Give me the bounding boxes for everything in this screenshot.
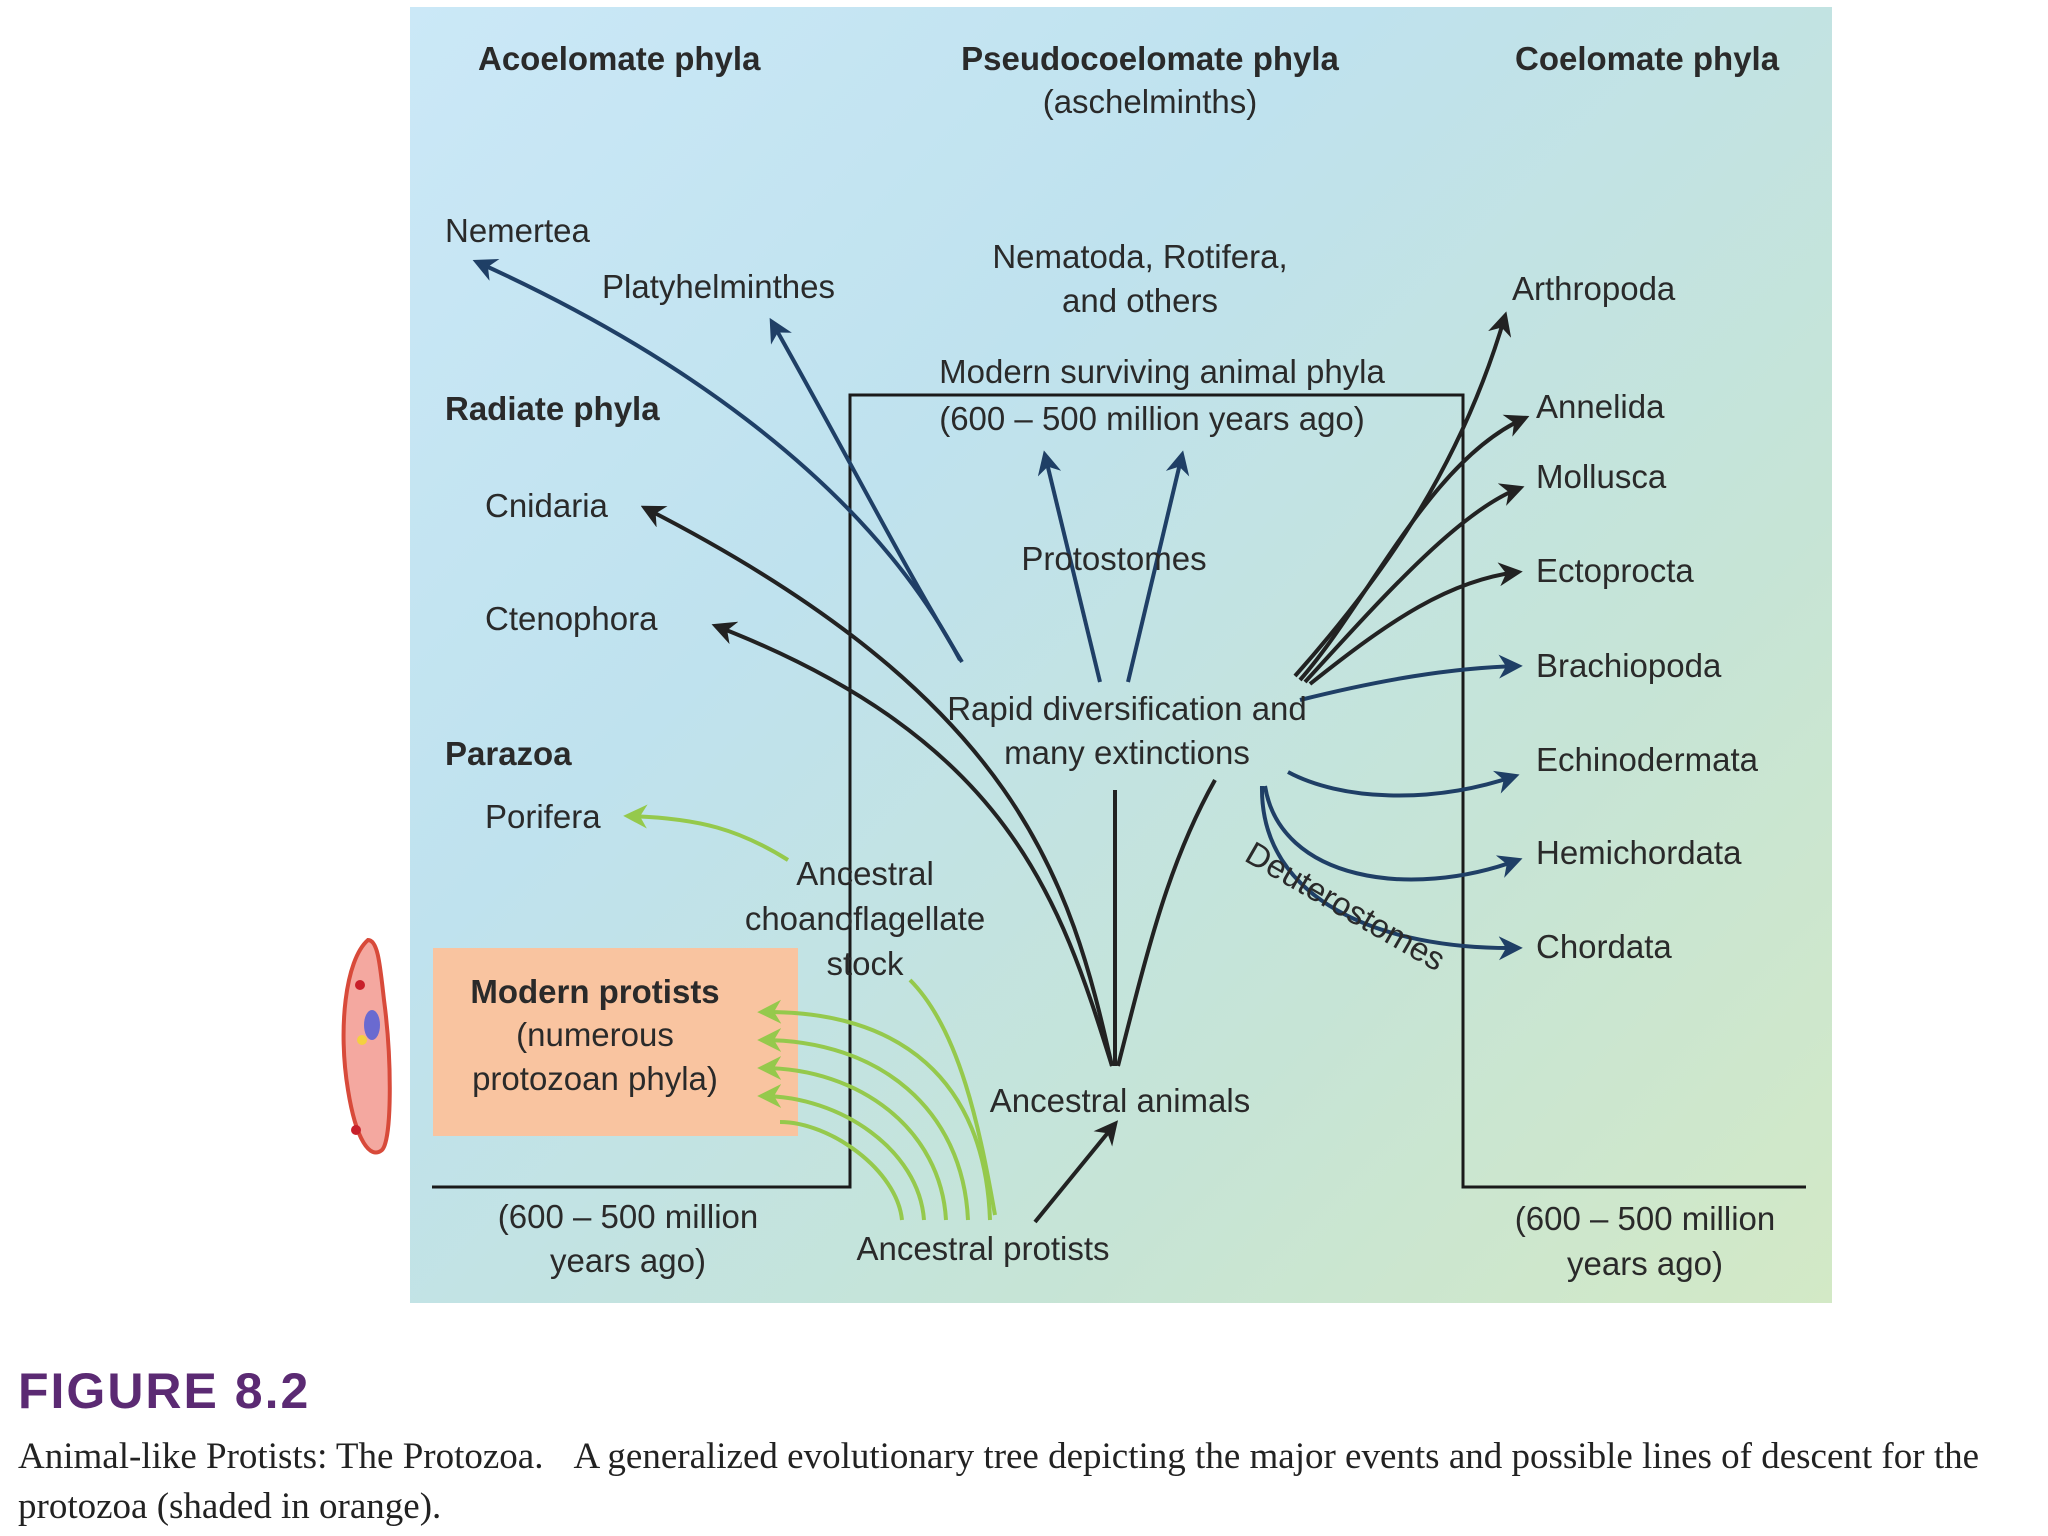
label-brachiopoda: Brachiopoda <box>1536 647 1722 684</box>
arrow-to-echinodermata <box>1287 770 1520 798</box>
label-rapid-line1: Rapid diversification and <box>947 690 1307 727</box>
label-choano-line3: stock <box>826 945 904 982</box>
figure-title: FIGURE 8.2 <box>18 1363 311 1419</box>
label-nematoda-line2: and others <box>1062 282 1218 319</box>
line-ancestral-right <box>1116 779 1217 1067</box>
label-ectoprocta: Ectoprocta <box>1536 552 1694 589</box>
arrow-protostome-right <box>1126 450 1190 683</box>
timeline-frame <box>432 393 1806 1189</box>
label-nemertea: Nemertea <box>445 212 591 249</box>
arrow-to-annelida <box>1298 414 1530 682</box>
label-rapid-line2: many extinctions <box>1004 734 1250 771</box>
protists-box-line2: (numerous <box>516 1016 674 1053</box>
label-choano-line1: Ancestral <box>796 855 934 892</box>
arrow-to-mollusca <box>1303 483 1525 684</box>
arrow-protostome-left <box>1037 450 1102 683</box>
header-pseudocoelomate: Pseudocoelomate phyla <box>961 40 1339 77</box>
protists-box-title: Modern protists <box>470 973 719 1010</box>
label-ctenophora: Ctenophora <box>485 600 658 637</box>
label-choano-line2: choanoflagellate <box>745 900 985 937</box>
arrow-to-porifera <box>623 804 790 862</box>
label-ancestral-animals: Ancestral animals <box>990 1082 1250 1119</box>
label-deuterostomes: Deuterostomes <box>1240 834 1452 978</box>
evolutionary-tree-diagram: Acoelomate phyla Pseudocoelomate phyla (… <box>341 40 1806 1282</box>
line-choano-green <box>908 978 997 1216</box>
modern-protists-box <box>433 948 798 1136</box>
green-arc-5 <box>779 1120 904 1221</box>
timeline-left-line2: years ago) <box>550 1242 706 1279</box>
header-parazoa: Parazoa <box>445 735 572 772</box>
timeline-left-line1: (600 – 500 million <box>498 1198 759 1235</box>
header-pseudocoelomate-sub: (aschelminths) <box>1043 83 1258 120</box>
header-acoelomate: Acoelomate phyla <box>478 40 761 77</box>
arrow-to-platyhelminthes <box>769 317 964 664</box>
label-chordata: Chordata <box>1536 928 1672 965</box>
caption-text: A generalized evolutionary tree depictin… <box>18 1436 1980 1527</box>
label-echinodermata: Echinodermata <box>1536 741 1759 778</box>
arrow-to-cnidaria <box>640 505 1114 1067</box>
arrow-protists-to-animals <box>1033 1120 1119 1224</box>
label-nematoda-line1: Nematoda, Rotifera, <box>992 238 1287 275</box>
timeline-right-line2: years ago) <box>1567 1245 1723 1282</box>
paramecium-illustration <box>341 937 392 1155</box>
label-modern-surviving-line1: Modern surviving animal phyla <box>939 353 1385 390</box>
header-coelomate: Coelomate phyla <box>1515 40 1780 77</box>
arrow-to-brachiopoda <box>1299 654 1523 702</box>
protists-box-line3: protozoan phyla) <box>472 1060 718 1097</box>
timeline-right-line1: (600 – 500 million <box>1515 1200 1776 1237</box>
label-arthropoda: Arthropoda <box>1512 270 1676 307</box>
label-ancestral-protists: Ancestral protists <box>856 1230 1109 1267</box>
green-arc-4 <box>757 1084 926 1221</box>
caption-lead: Animal-like Protists: The Protozoa. <box>18 1436 544 1477</box>
label-hemichordata: Hemichordata <box>1536 834 1742 871</box>
arrow-to-ectoprocta <box>1308 562 1523 686</box>
arrow-to-chordata <box>1259 785 1523 961</box>
label-cnidaria: Cnidaria <box>485 487 609 524</box>
green-arc-2 <box>757 1028 970 1221</box>
header-radiate: Radiate phyla <box>445 390 660 427</box>
label-mollusca: Mollusca <box>1536 458 1667 495</box>
green-arc-3 <box>757 1056 948 1221</box>
label-platyhelminthes: Platyhelminthes <box>602 268 835 305</box>
arrow-to-nemertea <box>472 258 962 661</box>
arrow-to-ctenophora <box>711 621 1114 1067</box>
figure-caption: Animal-like Protists: The Protozoa.A gen… <box>18 1432 2038 1532</box>
label-annelida: Annelida <box>1536 388 1665 425</box>
label-porifera: Porifera <box>485 798 601 835</box>
green-arc-1 <box>757 999 992 1221</box>
arrow-to-hemichordata <box>1263 785 1523 882</box>
label-protostomes: Protostomes <box>1021 540 1206 577</box>
label-modern-surviving-line2: (600 – 500 million years ago) <box>939 400 1365 437</box>
